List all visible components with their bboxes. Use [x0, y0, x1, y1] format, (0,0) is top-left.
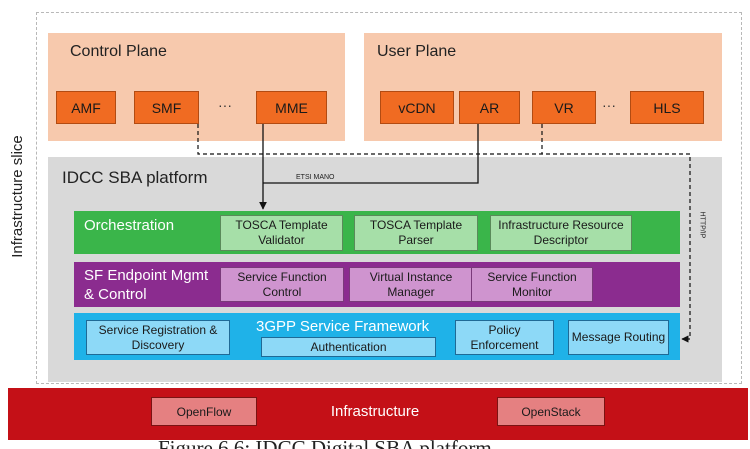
nf-box-hls: HLS	[630, 91, 704, 124]
tosca-template-parser: TOSCA Template Parser	[354, 215, 478, 251]
user-plane: User Plane vCDN AR VR ··· HLS	[364, 33, 722, 141]
virtual-instance-manager: Virtual Instance Manager	[349, 267, 473, 302]
orchestration-title: Orchestration	[84, 217, 175, 234]
nf-box-vr: VR	[532, 91, 596, 124]
openflow-box: OpenFlow	[151, 397, 257, 426]
openstack-box: OpenStack	[497, 397, 605, 426]
infrastructure-slice-border	[36, 12, 742, 384]
sf-endpoint-row: SF Endpoint Mgmt & Control Service Funct…	[74, 262, 680, 307]
nf-box-amf: AMF	[56, 91, 116, 124]
service-function-control: Service Function Control	[220, 267, 344, 302]
nf-box-smf: SMF	[134, 91, 199, 124]
infrastructure-title: Infrastructure	[330, 403, 420, 420]
nf-box-mme: MME	[256, 91, 327, 124]
control-plane: Control Plane AMF SMF ··· MME	[48, 33, 345, 141]
control-plane-ellipsis: ···	[218, 97, 232, 113]
service-framework-title: 3GPP Service Framework	[256, 318, 430, 335]
nf-box-vcdn: vCDN	[380, 91, 454, 124]
sf-endpoint-title: SF Endpoint Mgmt & Control	[84, 267, 209, 303]
orchestration-row: Orchestration TOSCA Template Validator T…	[74, 211, 680, 254]
etsi-mano-label: ETSI MANO	[296, 174, 335, 181]
authentication: Authentication	[261, 337, 436, 357]
service-registration-discovery: Service Registration & Discovery	[86, 320, 230, 355]
sba-platform-title: IDCC SBA platform	[62, 168, 208, 187]
service-function-monitor: Service Function Monitor	[471, 267, 593, 302]
control-plane-title: Control Plane	[70, 43, 167, 60]
infrastructure-bar	[8, 388, 748, 440]
infrastructure-slice-label: Infrastructure slice	[8, 134, 26, 258]
nf-box-ar: AR	[459, 91, 520, 124]
tosca-template-validator: TOSCA Template Validator	[220, 215, 343, 251]
message-routing: Message Routing	[568, 320, 669, 355]
service-framework-row: Service Registration & Discovery 3GPP Se…	[74, 313, 680, 360]
http-ip-label: HTTP/IP	[698, 211, 706, 239]
user-plane-title: User Plane	[377, 43, 457, 60]
infrastructure-resource-descriptor: Infrastructure Resource Descriptor	[490, 215, 632, 251]
policy-enforcement: Policy Enforcement	[455, 320, 554, 355]
user-plane-ellipsis: ···	[602, 97, 616, 113]
figure-caption: Figure 6.6: IDCC Digital SBA platform	[158, 436, 492, 449]
